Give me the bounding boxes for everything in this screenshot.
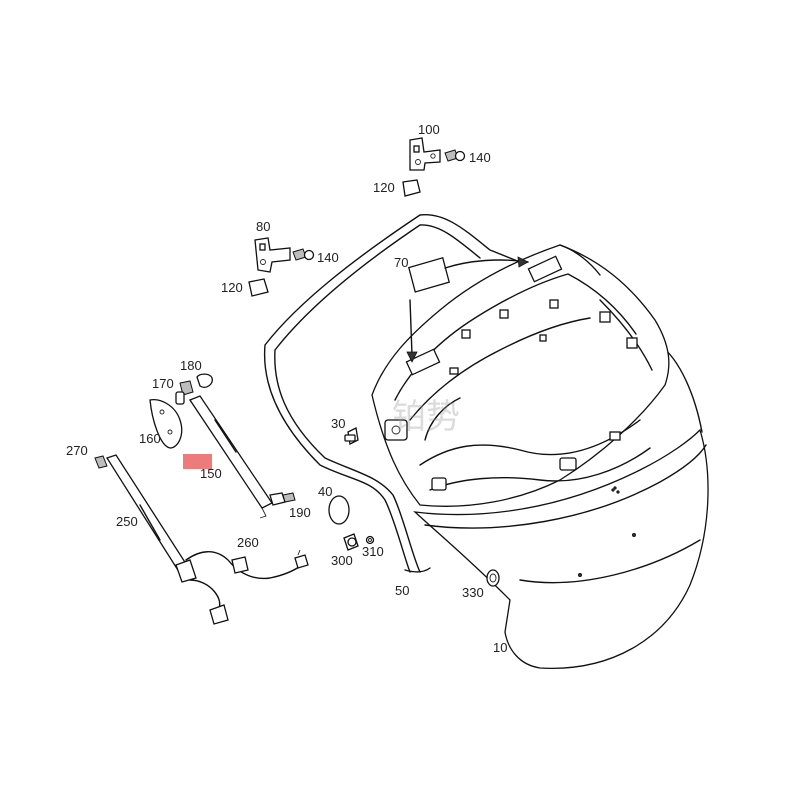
- label-100: 100: [418, 122, 440, 137]
- gas-strut-150: [149, 373, 296, 519]
- tailgate-inner-frame: [371, 244, 670, 507]
- tailgate-seal: [263, 214, 521, 573]
- label-300: 300: [331, 553, 353, 568]
- label-80: 80: [256, 219, 270, 234]
- hinge-100: [402, 137, 466, 197]
- label-270: 270: [66, 443, 88, 458]
- label-50: 50: [395, 583, 409, 598]
- small-parts: [328, 427, 500, 587]
- label-250: 250: [116, 514, 138, 529]
- label-180: 180: [180, 358, 202, 373]
- label-140-top: 140: [469, 150, 491, 165]
- highlight-marker: [183, 454, 212, 469]
- label-10: 10: [493, 640, 507, 655]
- label-170: 170: [152, 376, 174, 391]
- label-70: 70: [394, 255, 408, 270]
- label-140-left: 140: [317, 250, 339, 265]
- window-70: [406, 256, 529, 363]
- part-labels: 100 140 120 80 140 120 70 180 170 160 15…: [66, 122, 507, 655]
- label-310: 310: [362, 544, 384, 559]
- watermark: 铂势: [392, 397, 460, 437]
- label-190: 190: [289, 505, 311, 520]
- label-120-top: 120: [373, 180, 395, 195]
- gas-strut-250: [94, 454, 309, 625]
- label-260: 260: [237, 535, 259, 550]
- label-40: 40: [318, 484, 332, 499]
- tailgate-panel: [413, 344, 709, 669]
- label-120-left: 120: [221, 280, 243, 295]
- hinge-80: [248, 237, 315, 297]
- label-330: 330: [462, 585, 484, 600]
- label-30: 30: [331, 416, 345, 431]
- label-150: 150: [200, 466, 222, 481]
- label-160: 160: [139, 431, 161, 446]
